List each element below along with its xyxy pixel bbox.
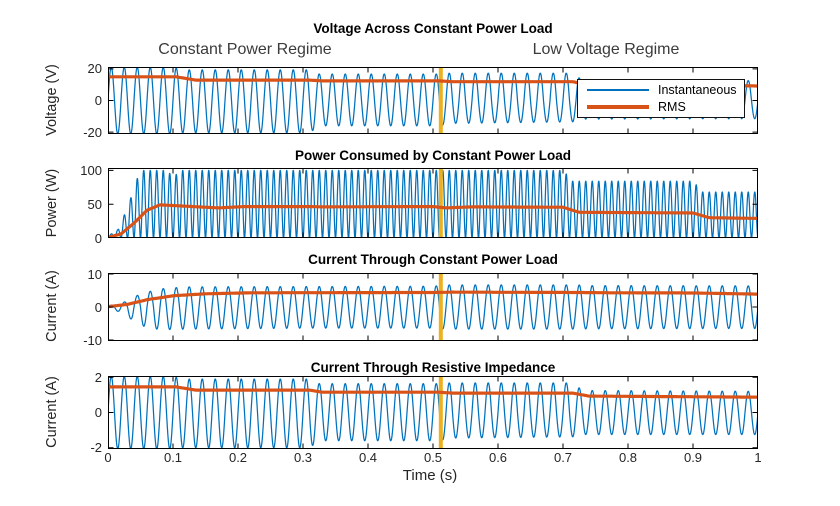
y-tick-label: 0 bbox=[94, 230, 102, 246]
resistive-current-waveform-svg bbox=[108, 376, 758, 449]
rms-series bbox=[108, 290, 758, 309]
low-voltage-regime-label: Low Voltage Regime bbox=[532, 41, 680, 58]
legend: Instantaneous RMS bbox=[577, 79, 745, 118]
x-tick-label: 0.8 bbox=[618, 450, 638, 465]
legend-item-instantaneous: Instantaneous bbox=[578, 82, 744, 99]
y-tick-label: 100 bbox=[80, 162, 102, 178]
y-tick-label: 50 bbox=[87, 196, 102, 212]
x-tick-label: 1 bbox=[754, 450, 762, 465]
x-tick-label: 0.5 bbox=[423, 450, 443, 465]
axes-box bbox=[108, 67, 758, 134]
tick-marks bbox=[108, 376, 758, 449]
x-tick-label: 0.7 bbox=[553, 450, 573, 465]
power-waveform-svg bbox=[108, 168, 758, 238]
instantaneous-series bbox=[108, 376, 758, 449]
x-axis-label: Time (s) bbox=[402, 467, 458, 484]
x-tick-label: 0.1 bbox=[163, 450, 183, 465]
instantaneous-series bbox=[108, 169, 758, 238]
rms-line-sample bbox=[587, 105, 649, 109]
cpl-current-subplot bbox=[108, 273, 758, 341]
y-tick-label: -2 bbox=[90, 440, 102, 456]
tick-marks bbox=[108, 169, 758, 238]
instantaneous-series bbox=[108, 284, 758, 331]
x-tick-label: 0.3 bbox=[293, 450, 313, 465]
rms-series bbox=[108, 203, 758, 238]
y-tick-label: 0 bbox=[94, 405, 102, 420]
x-tick-label: 0.9 bbox=[683, 450, 703, 465]
resistive-current-subplot bbox=[108, 376, 758, 449]
y-tick-label: 0 bbox=[94, 93, 102, 108]
instantaneous-line-sample bbox=[587, 89, 649, 91]
voltage-plot-title: Voltage Across Constant Power Load bbox=[313, 21, 553, 36]
x-tick-label: 0.6 bbox=[488, 450, 508, 465]
axes-box bbox=[108, 273, 758, 341]
axes-box bbox=[108, 168, 758, 238]
y-tick-label: 10 bbox=[87, 266, 102, 282]
x-tick-label: 0.2 bbox=[228, 450, 248, 465]
y-tick-label: -10 bbox=[83, 332, 102, 348]
constant-power-regime-label: Constant Power Regime bbox=[158, 41, 332, 58]
legend-label-instantaneous: Instantaneous bbox=[658, 83, 737, 97]
power-plot-title: Power Consumed by Constant Power Load bbox=[294, 148, 572, 163]
y-tick-label: 0 bbox=[94, 299, 102, 315]
resistive-current-plot-title: Current Through Resistive Impedance bbox=[310, 360, 556, 375]
legend-label-rms: RMS bbox=[658, 100, 686, 114]
tick-marks bbox=[108, 273, 758, 341]
power-subplot bbox=[108, 168, 758, 238]
cpl-current-plot-title: Current Through Constant Power Load bbox=[308, 252, 558, 267]
rms-series bbox=[108, 385, 758, 399]
axes-box bbox=[108, 376, 758, 449]
cpl-current-waveform-svg bbox=[108, 273, 758, 341]
tick-marks bbox=[108, 68, 758, 133]
x-tick-label: 0.4 bbox=[358, 450, 378, 465]
y-tick-label: -20 bbox=[83, 124, 102, 140]
x-tick-label: 0 bbox=[104, 450, 112, 465]
legend-item-rms: RMS bbox=[578, 99, 744, 116]
y-tick-label: 20 bbox=[87, 61, 102, 77]
y-tick-label: 2 bbox=[94, 369, 102, 385]
